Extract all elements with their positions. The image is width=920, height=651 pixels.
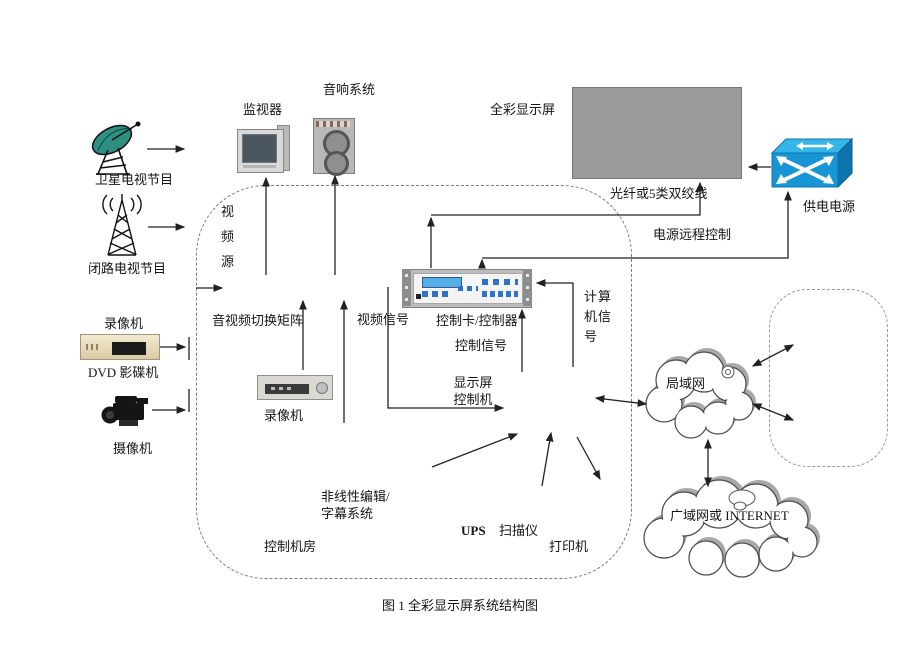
led-display-screen [572,87,742,179]
wan-label: 广域网或 INTERNET [670,508,789,523]
wan-cloud-icon [643,476,820,578]
vcr-inner-label: 录像机 [264,408,304,423]
figure-caption: 图 1 全彩显示屏系统结构图 [381,598,538,613]
av-matrix-label: 音视频切换矩阵 [212,313,304,328]
ups-label: UPS [461,523,486,538]
video-recorder-icon [257,375,333,400]
editing-label-l2: 字幕系统 [321,506,374,521]
cctv-label: 闭路电视节目 [88,261,167,276]
remote-clients-box [769,289,888,467]
dvd-label: DVD 影碟机 [88,365,159,380]
lan-label: 局域网 [666,376,706,391]
computer-signal-label: 计算机信号 [584,289,613,344]
dvd-player-icon [80,334,160,360]
video-signal-label: 视频信号 [357,312,410,327]
fiber-label: 光纤或5类双绞线 [610,186,708,201]
controller-label: 控制卡/控制器 [436,313,518,328]
satellite-dish-icon [91,121,141,175]
controller-rack-icon [402,269,532,308]
power-remote-label: 电源远程控制 [653,227,732,242]
vcr-source-label: 录像机 [104,316,144,331]
lan-cloud-icon [645,348,756,439]
printer-label: 打印机 [549,539,589,554]
power-supply-label: 供电电源 [803,199,856,214]
camera-label: 摄像机 [113,441,153,456]
editing-label-l1: 非线性编辑/ [321,489,390,504]
cctv-tower-icon [102,194,142,256]
control-room-label: 控制机房 [264,539,317,554]
display-label: 全彩显示屏 [490,102,556,117]
control-room-boundary [196,185,632,579]
satellite-label: 卫星电视节目 [95,172,174,187]
power-switch-icon [770,137,854,189]
scanner-label: 扫描仪 [499,523,539,538]
display-controller-label-l2: 控制机 [453,392,493,407]
display-controller-label-l1: 显示屏 [453,375,493,390]
monitor-icon [237,125,290,175]
camcorder-icon [101,396,148,426]
monitor-label: 监视器 [243,102,283,117]
speaker-icon [313,118,355,176]
control-signal-label: 控制信号 [455,338,508,353]
audio-system-label: 音响系统 [323,82,376,97]
video-source-label: 视频源 [221,204,237,269]
